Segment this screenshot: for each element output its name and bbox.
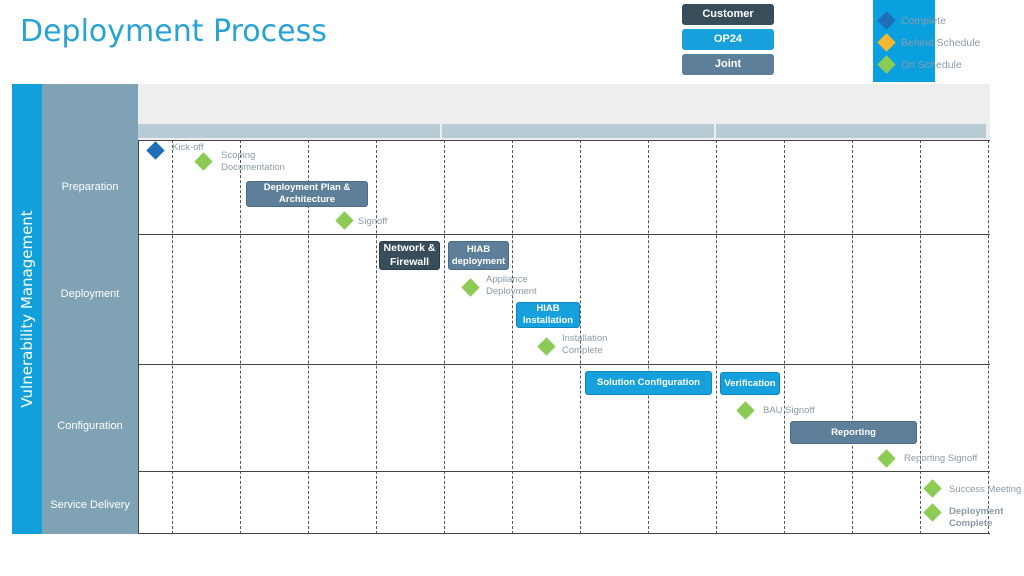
milestone-bau-label: BAU Signoff xyxy=(763,405,815,416)
grid-line xyxy=(920,140,921,534)
milestone-signoff-label: Signoff xyxy=(358,216,388,227)
grid-line xyxy=(376,140,377,534)
milestone-reporting-signoff-label: Reporting Signoff xyxy=(904,453,978,464)
milestone-scoping-label: Scoping Documentation xyxy=(221,150,285,174)
phase-deployment: Deployment xyxy=(60,288,120,300)
legend-customer: Customer xyxy=(682,4,774,25)
milestone-installation-icon xyxy=(537,337,556,356)
row-divider xyxy=(138,533,990,534)
grid-line xyxy=(988,140,989,534)
row-divider xyxy=(138,140,990,141)
status-on-schedule-label: On Schedule xyxy=(901,59,962,71)
milestone-signoff-icon xyxy=(335,211,354,230)
milestone-success-meeting-label: Success Meeting xyxy=(949,484,1022,495)
status-complete-label: Complete xyxy=(901,15,946,27)
grid-line xyxy=(308,140,309,534)
milestone-kickoff-label: Kick-off xyxy=(172,142,204,153)
program-band xyxy=(12,84,42,534)
grid-line xyxy=(512,140,513,534)
milestone-kickoff-icon xyxy=(146,141,165,160)
task-deployment-plan: Deployment Plan & Architecture xyxy=(246,181,368,207)
milestone-appliance-label: Appliance Deployment xyxy=(486,274,537,298)
legend-joint: Joint xyxy=(682,54,774,75)
grid-line xyxy=(716,140,717,534)
task-verification: Verification xyxy=(720,372,780,395)
milestone-scoping-icon xyxy=(194,152,213,171)
grid-line xyxy=(648,140,649,534)
month-bar-1 xyxy=(138,124,440,138)
milestone-deployment-complete-icon xyxy=(923,503,942,522)
row-divider xyxy=(138,234,990,235)
milestone-deployment-complete-label: Deployment Complete xyxy=(949,506,1004,530)
grid-line xyxy=(172,140,173,534)
program-label: Vulnerability Management xyxy=(18,210,36,408)
grid-line xyxy=(240,140,241,534)
milestone-installation-label: Installation Complete xyxy=(562,333,608,357)
milestone-bau-icon xyxy=(736,401,755,420)
task-reporting: Reporting xyxy=(790,421,917,444)
milestone-reporting-signoff-icon xyxy=(877,449,896,468)
task-hiab-installation: HIAB Installation xyxy=(516,302,580,328)
month-bar-2 xyxy=(442,124,714,138)
grid-line xyxy=(138,140,139,534)
phase-column xyxy=(42,84,138,534)
task-solution-configuration: Solution Configuration xyxy=(585,371,712,395)
phase-preparation: Preparation xyxy=(61,181,119,193)
task-network-firewall: Network & Firewall xyxy=(379,241,440,270)
milestone-appliance-icon xyxy=(461,278,480,297)
milestone-success-meeting-icon xyxy=(923,479,942,498)
grid-line xyxy=(580,140,581,534)
grid-line xyxy=(784,140,785,534)
status-behind-label: Behind Schedule xyxy=(901,37,981,49)
phase-configuration: Configuration xyxy=(57,420,123,432)
task-hiab-deployment: HIAB deployment xyxy=(448,241,509,270)
grid-line xyxy=(444,140,445,534)
legend-op24: OP24 xyxy=(682,29,774,50)
row-divider xyxy=(138,471,990,472)
month-bar-3 xyxy=(716,124,986,138)
page-title: Deployment Process xyxy=(20,14,327,49)
grid-line xyxy=(852,140,853,534)
phase-service-delivery: Service Delivery xyxy=(50,499,130,511)
row-divider xyxy=(138,364,990,365)
